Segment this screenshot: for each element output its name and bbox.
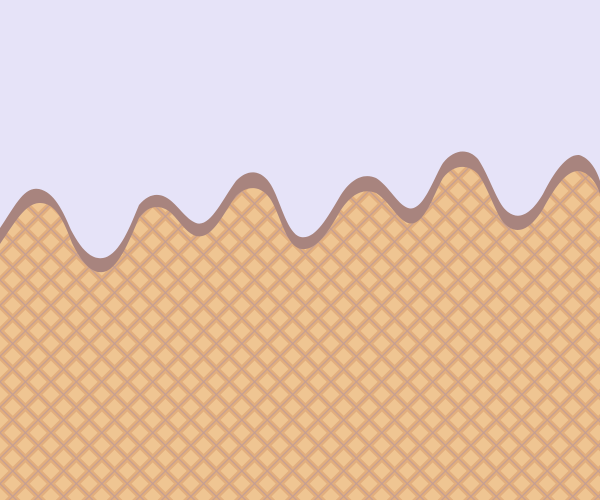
waffle-wafer-body [0, 167, 600, 500]
